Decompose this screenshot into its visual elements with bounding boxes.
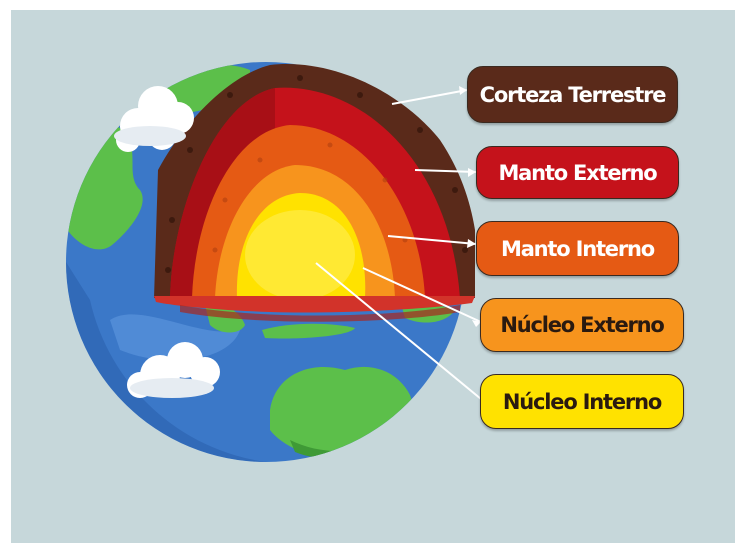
ocean-highlight	[110, 314, 240, 361]
pointer-outer-mantle	[414, 169, 477, 173]
label-inner-core: Núcleo Interno	[480, 374, 684, 429]
pointer-inner-mantle	[387, 235, 477, 245]
cloud-top	[114, 86, 194, 152]
crust-texture	[165, 75, 468, 273]
mantle-texture	[212, 142, 408, 253]
inner-core-glow	[245, 210, 355, 300]
island-2	[262, 323, 355, 339]
label-outer-core: Núcleo Externo	[480, 298, 684, 352]
earth-layers-cutaway	[154, 64, 475, 300]
pointer-inner-core	[315, 262, 482, 400]
pointer-crust	[391, 89, 468, 105]
ocean-shade	[66, 262, 266, 462]
pointer-outer-core	[362, 267, 482, 323]
label-inner-mantle: Manto Interno	[476, 221, 679, 276]
cutaway-base	[154, 296, 475, 313]
cutaway-base-shadow	[180, 305, 460, 322]
continent-south	[270, 366, 413, 460]
label-outer-mantle: Manto Externo	[476, 146, 679, 199]
pointer-lines	[315, 89, 482, 400]
cloud-bottom	[127, 342, 220, 398]
label-crust: Corteza Terrestre	[467, 66, 678, 123]
pointer-arrowheads	[459, 86, 481, 327]
